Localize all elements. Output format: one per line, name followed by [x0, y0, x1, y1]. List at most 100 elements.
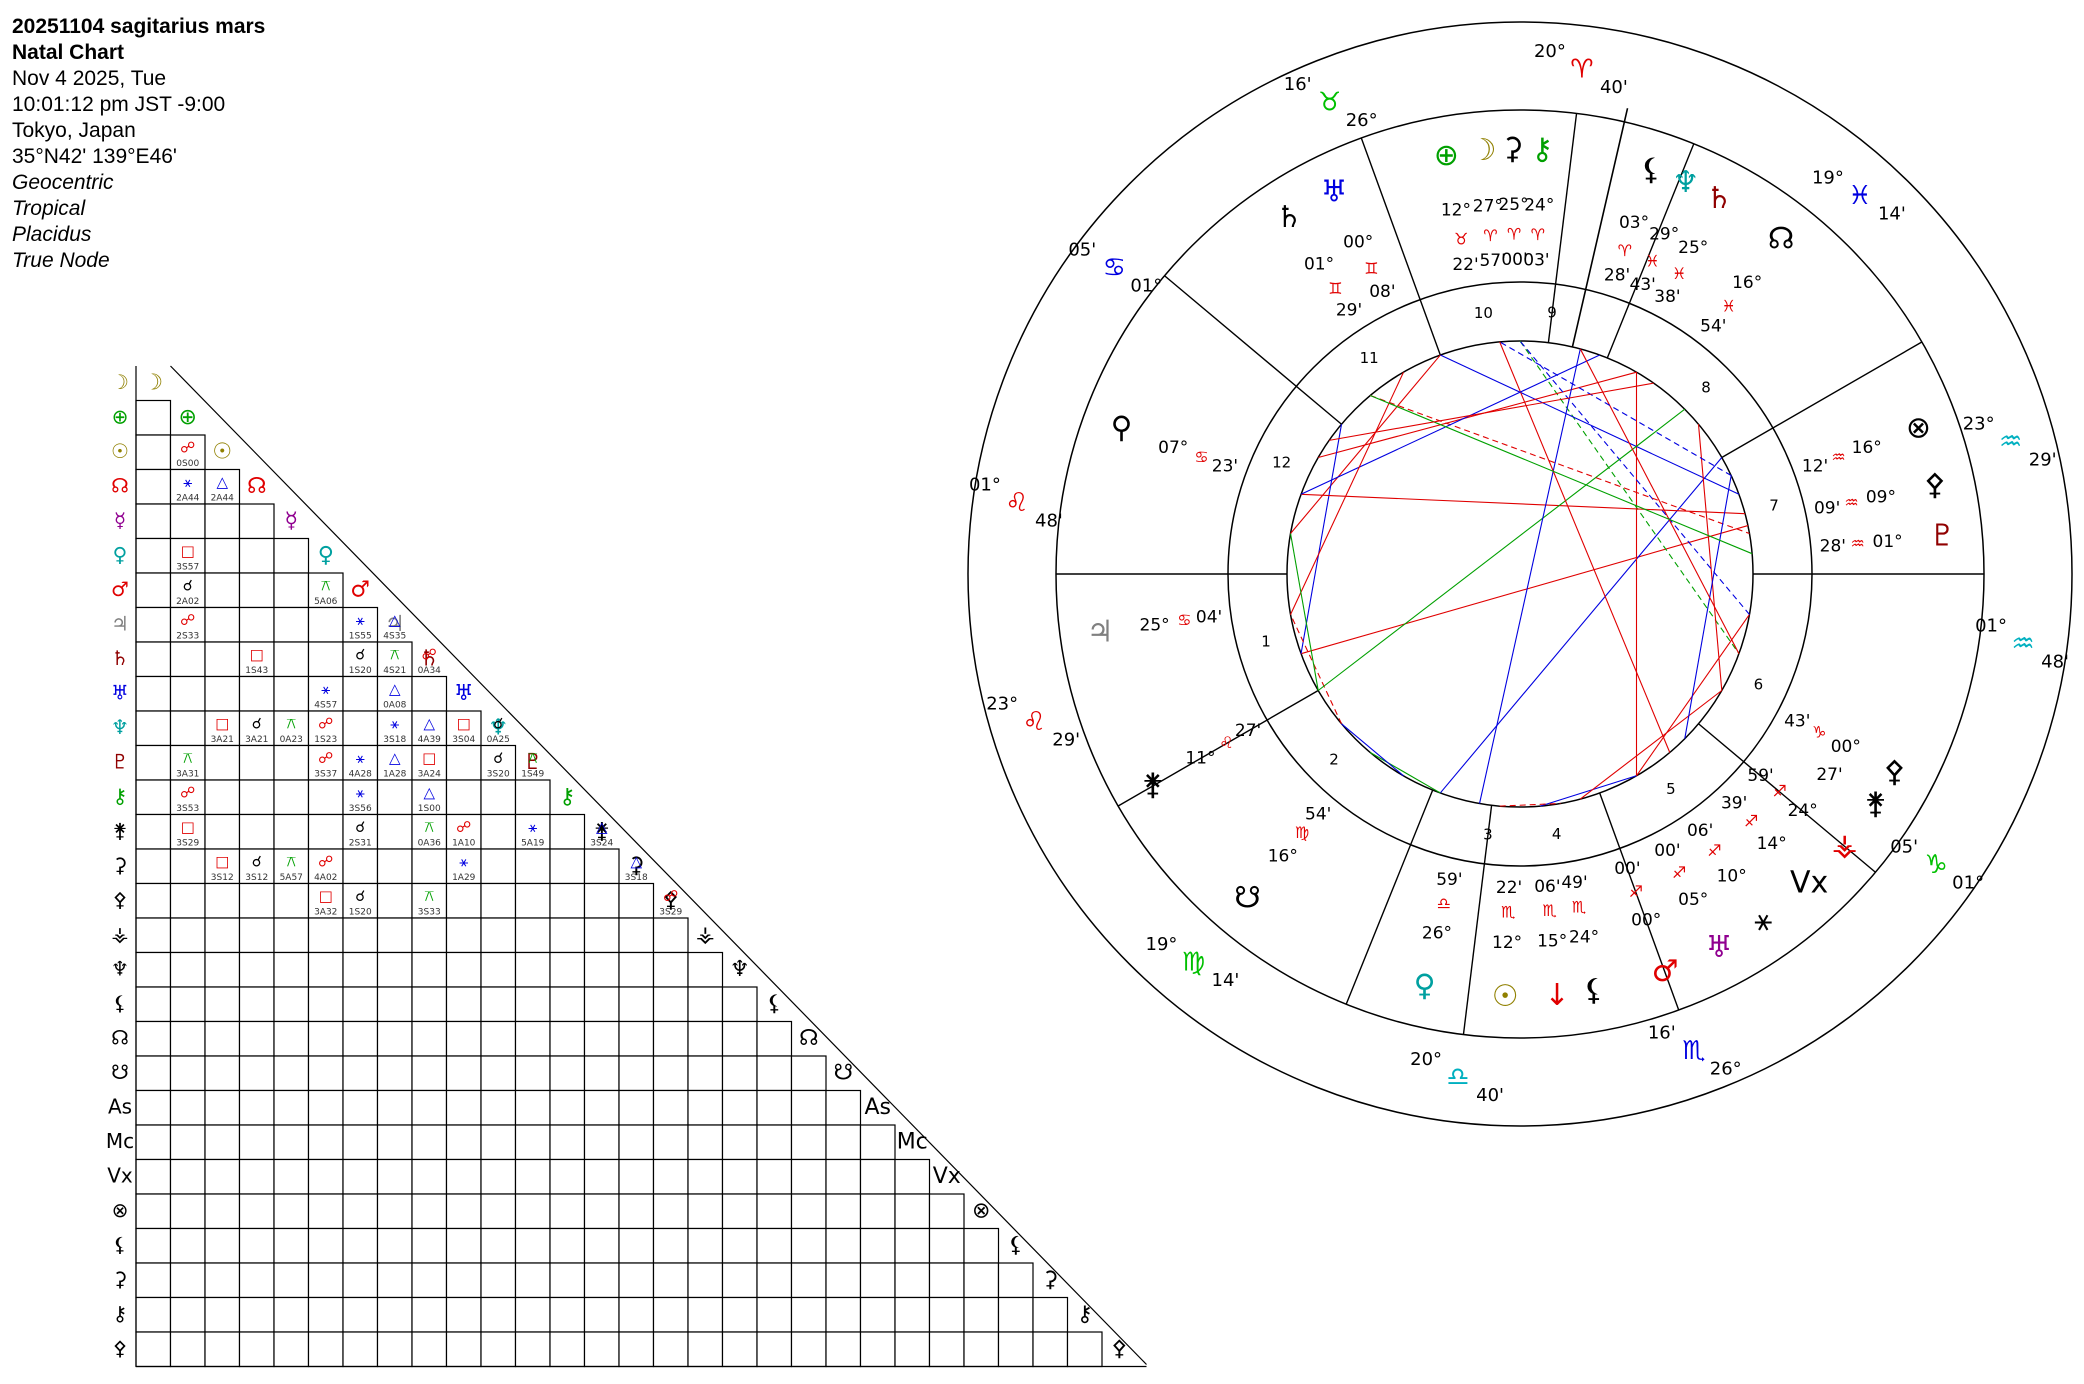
grid-cell — [480, 813, 517, 850]
grid-diagonal-glyph: ♇ — [523, 750, 543, 775]
aspect-symbol: △ — [423, 784, 435, 802]
grid-cell — [342, 848, 379, 885]
grid-cell — [583, 917, 620, 954]
planet-sign: ♑ — [1812, 723, 1826, 742]
aspect-symbol: ⚹ — [356, 749, 365, 767]
aspect-orb: 3A21 — [211, 735, 234, 745]
sign-cusp-minute: 40' — [1476, 1085, 1504, 1106]
grid-cell — [445, 710, 482, 747]
grid-cell — [480, 1296, 517, 1333]
aspect-orb: 2A44 — [211, 493, 235, 503]
sign-cusp-minute: 14' — [1212, 970, 1240, 991]
grid-cell — [411, 1089, 448, 1126]
aspect-orb: 2S33 — [176, 631, 199, 641]
grid-cell — [721, 1296, 758, 1333]
grid-diagonal-glyph: ☋ — [833, 1060, 853, 1085]
house-cusp-line — [1599, 792, 1680, 1011]
grid-cell — [1032, 1296, 1069, 1333]
grid-cell — [376, 1089, 413, 1126]
setting-tropical: Tropical — [12, 197, 86, 220]
grid-cell — [238, 986, 275, 1023]
planet-minute: 00' — [1654, 841, 1680, 861]
grid-cell — [169, 468, 206, 505]
grid-cell — [549, 917, 586, 954]
grid-cell — [928, 1331, 965, 1368]
planet-degree: 24° — [1524, 196, 1554, 216]
grid-row-glyph: ⚴ — [113, 887, 128, 911]
planet-minute: 49' — [1561, 873, 1587, 893]
aspect-orb: 3S29 — [176, 838, 199, 848]
sign-cusp-glyph: ♉ — [1318, 87, 1341, 117]
planet-degree: 01° — [1873, 532, 1903, 552]
grid-cell — [135, 675, 172, 712]
sign-cusp-glyph: ♌ — [1005, 488, 1028, 518]
aspect-symbol: □ — [181, 818, 195, 836]
grid-row-glyph: ☉ — [111, 439, 129, 463]
grid-cell — [514, 848, 551, 885]
sign-cusp-degree: 16' — [1284, 74, 1312, 95]
grid-cell — [756, 1262, 793, 1299]
grid-diagonal-glyph: ☊ — [799, 1026, 819, 1051]
planet-minute: 28' — [1604, 265, 1630, 285]
grid-cell — [549, 848, 586, 885]
grid-cell — [825, 1158, 862, 1195]
grid-cell — [169, 606, 206, 643]
grid-cell — [411, 1296, 448, 1333]
grid-cell — [411, 675, 448, 712]
grid-cell — [411, 986, 448, 1023]
aspect-symbol: △ — [423, 715, 435, 733]
grid-cell — [445, 951, 482, 988]
grid-cell — [514, 951, 551, 988]
grid-cell — [583, 1296, 620, 1333]
grid-cell — [238, 1262, 275, 1299]
planet-glyph: ☊ — [1768, 221, 1795, 256]
grid-cell — [721, 1262, 758, 1299]
planet-degree: 25° — [1678, 238, 1708, 258]
grid-cell — [859, 1331, 896, 1368]
grid-cell — [721, 1158, 758, 1195]
planet-glyph: ↓ — [1544, 978, 1569, 1013]
planet-glyph: ⚴ — [1924, 467, 1946, 502]
house-number-10: 10 — [1474, 304, 1493, 322]
aspect-orb: 3S18 — [625, 873, 648, 883]
sign-cusp-degree: 19° — [1146, 934, 1178, 955]
grid-cell — [204, 882, 241, 919]
grid-cell — [618, 1124, 655, 1161]
house-number-8: 8 — [1701, 379, 1711, 397]
aspect-symbol: ⚻ — [424, 818, 434, 836]
grid-cell — [307, 1296, 344, 1333]
grid-cell — [204, 606, 241, 643]
sign-cusp-minute: 01° — [1130, 275, 1162, 296]
grid-cell — [238, 1158, 275, 1195]
planet-sign: ♉ — [1454, 230, 1468, 249]
grid-diagonal-glyph: ⚷ — [1077, 1302, 1093, 1327]
grid-cell — [445, 813, 482, 850]
grid-cell — [135, 1055, 172, 1092]
aspect-symbol: ⚻ — [286, 715, 296, 733]
grid-cell — [549, 882, 586, 919]
grid-cell — [790, 1055, 827, 1092]
grid-row-glyph: ☽ — [111, 370, 129, 394]
aspect-orb: 4S35 — [383, 631, 406, 641]
grid-cell — [307, 1262, 344, 1299]
grid-cell — [859, 1227, 896, 1264]
grid-cell — [376, 675, 413, 712]
grid-cell — [445, 1262, 482, 1299]
planet-glyph: ♃ — [1087, 615, 1114, 650]
grid-cell — [376, 1227, 413, 1264]
aspect-line — [1697, 424, 1723, 691]
aspect-symbol: ☌ — [355, 887, 365, 905]
grid-cell — [549, 813, 586, 850]
grid-cell — [169, 572, 206, 609]
aspect-line — [1440, 354, 1740, 495]
grid-cell — [894, 1193, 931, 1230]
planet-degree: 16° — [1268, 847, 1298, 867]
aspect-line — [1684, 475, 1732, 739]
grid-row-glyph: ⚵ — [113, 818, 128, 842]
planet-minute: 27' — [1235, 721, 1261, 741]
sign-cusp-degree: 23° — [1963, 414, 1995, 435]
grid-cell — [721, 1020, 758, 1057]
aspect-symbol: ☌ — [355, 818, 365, 836]
planet-minute: 59' — [1747, 766, 1773, 786]
planet-sign: ♊ — [1364, 259, 1378, 278]
